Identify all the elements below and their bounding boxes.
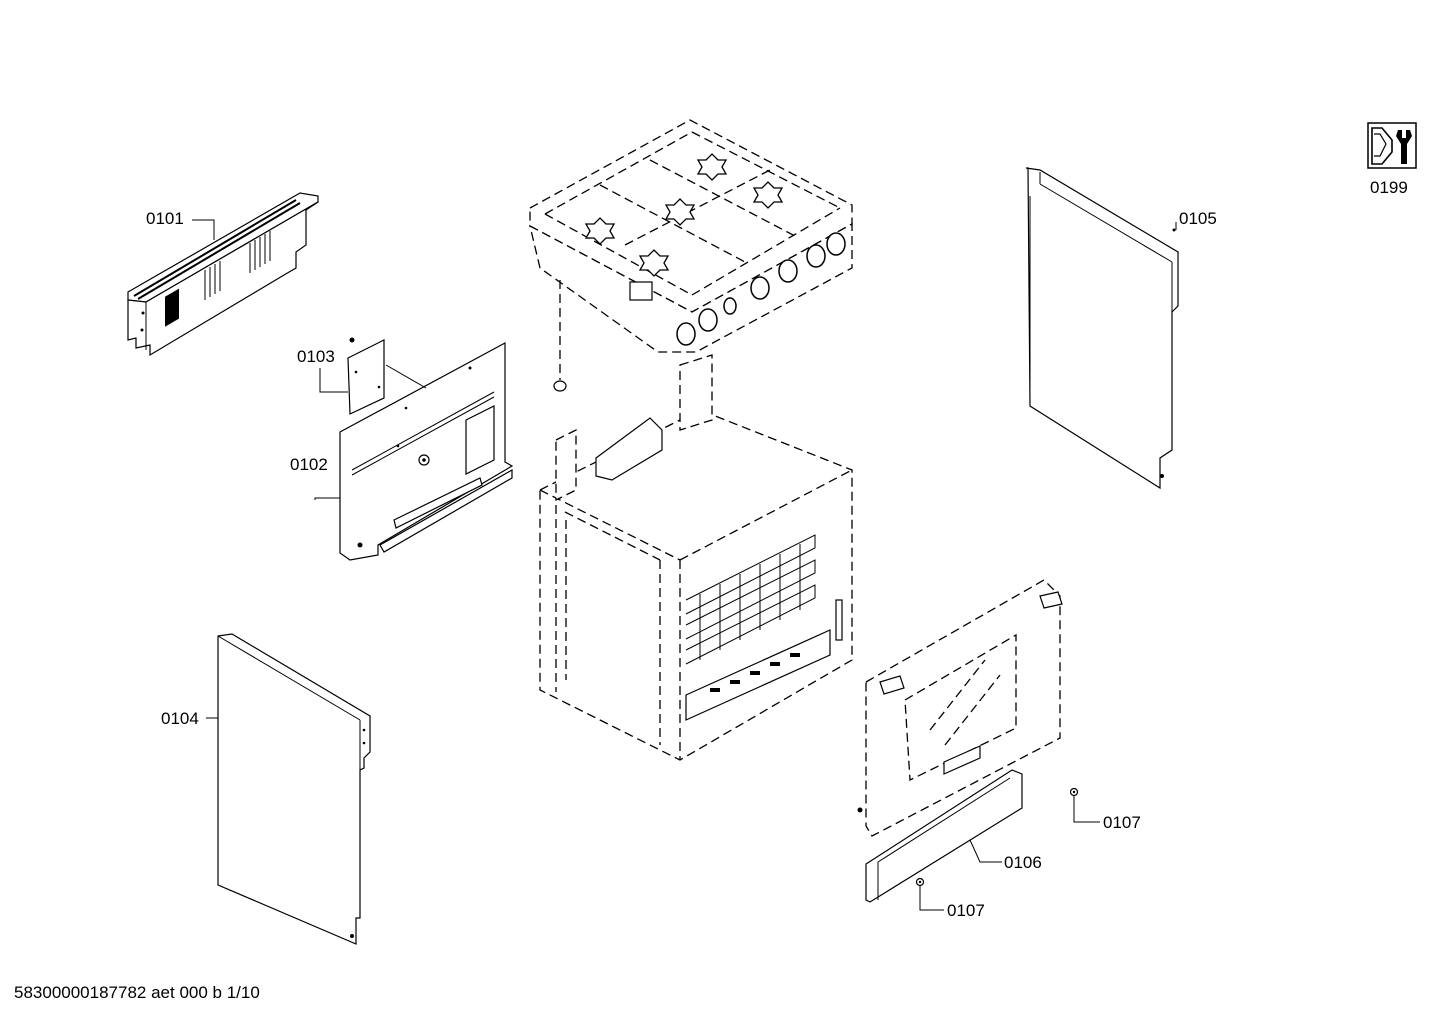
drawing-code: 58300000187782 aet 000 b 1/10: [14, 983, 260, 1002]
cooktop-assembly: [529, 119, 853, 392]
leader-lines: [192, 219, 1177, 911]
label-0104: 0104: [161, 709, 199, 728]
part-0107-screw-b[interactable]: [915, 877, 925, 887]
label-0199: 0199: [1370, 178, 1408, 197]
label-0103: 0103: [297, 347, 335, 366]
oven-door-assembly: [857, 579, 1063, 837]
oven-body-assembly: [539, 354, 853, 761]
part-0101-back-trim[interactable]: [127, 192, 319, 357]
part-0104-left-side-panel[interactable]: [217, 633, 371, 945]
label-0107-b: 0107: [947, 901, 985, 920]
part-0105-right-side-panel[interactable]: [1025, 167, 1179, 490]
part-0103-bracket[interactable]: [347, 337, 385, 415]
label-0101: 0101: [146, 209, 184, 228]
part-0102-rear-panel[interactable]: [339, 341, 514, 561]
label-0107-a: 0107: [1103, 813, 1141, 832]
part-0106-door-trim[interactable]: [865, 769, 1023, 903]
label-0102: 0102: [290, 455, 328, 474]
label-0105: 0105: [1179, 209, 1217, 228]
label-0106: 0106: [1004, 853, 1042, 872]
wrench-service-icon[interactable]: [1367, 122, 1417, 169]
part-0107-screw-a[interactable]: [1069, 787, 1079, 797]
